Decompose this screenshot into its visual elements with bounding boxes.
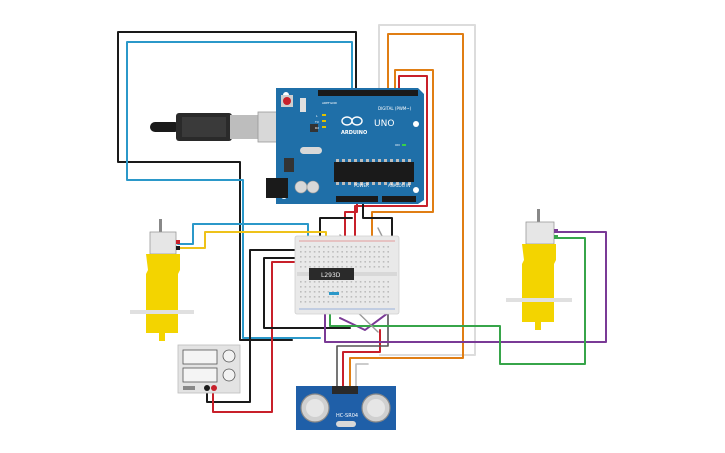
rx-label: RX <box>315 126 319 130</box>
wire-blue-top[interactable] <box>126 41 353 339</box>
arduino-model: UNO <box>374 119 394 129</box>
analog-label: ANALOG IN <box>388 183 410 188</box>
l293d-label: L293D <box>321 272 341 279</box>
psu-knob-current[interactable] <box>222 368 236 382</box>
power-label: POWER <box>354 183 369 188</box>
dc-motor-right[interactable] <box>506 209 572 330</box>
arduino-uno-board[interactable]: AREF GND DIGITAL (PWM~) L TX RX ARDUINO … <box>266 88 424 204</box>
wire-black-bb[interactable] <box>319 217 353 239</box>
breadboard-jumper[interactable] <box>329 292 339 295</box>
l-label: L <box>316 114 318 118</box>
dc-power-supply[interactable] <box>177 344 241 394</box>
wire-purple-b[interactable] <box>339 309 393 331</box>
arduino-logo: ARDUINO <box>341 116 367 136</box>
aref-label: AREF <box>322 101 330 105</box>
arduino-brand: ARDUINO <box>341 130 367 136</box>
wire-black-gnd[interactable] <box>362 197 393 239</box>
psu-knob-voltage[interactable] <box>222 349 236 363</box>
wire-purple-a[interactable] <box>324 231 607 343</box>
digital-header[interactable] <box>318 90 418 96</box>
l293d-chip[interactable]: L293D <box>309 268 354 280</box>
wire-black-sensor[interactable] <box>336 299 389 389</box>
digital-pin-labels: AREF GND <box>322 101 338 105</box>
sensor-label: HC-SR04 <box>336 413 358 419</box>
digital-label: DIGITAL (PWM~) <box>378 106 412 111</box>
power-header[interactable] <box>336 196 378 202</box>
tx-label: TX <box>314 120 319 124</box>
atmega-chip <box>334 162 414 182</box>
ultrasonic-sensor[interactable]: HC-SR04 <box>296 386 396 430</box>
wire-gray-frame[interactable] <box>378 24 476 356</box>
reset-button[interactable] <box>281 95 293 107</box>
on-label: ON <box>395 143 400 147</box>
psu-display-current <box>182 367 218 383</box>
wire-black-psu[interactable] <box>206 249 301 403</box>
wire-green[interactable] <box>329 237 586 365</box>
breadboard-holes <box>300 246 389 303</box>
power-jack[interactable] <box>266 178 288 198</box>
gnd-label: GND <box>330 101 338 105</box>
wire-gray-sensor[interactable] <box>355 363 369 389</box>
usb-cable[interactable] <box>150 111 289 143</box>
wires <box>117 24 607 413</box>
dc-motor-left[interactable] <box>130 219 194 341</box>
wire-red-psu[interactable] <box>212 261 319 413</box>
wire-orange-trig[interactable] <box>349 33 464 389</box>
psu-display-voltage <box>182 349 218 365</box>
wire-red-5v[interactable] <box>344 197 358 239</box>
analog-header[interactable] <box>382 196 416 202</box>
wire-black-gnd-top[interactable] <box>117 31 357 341</box>
wire-orange-pin[interactable] <box>371 69 434 239</box>
